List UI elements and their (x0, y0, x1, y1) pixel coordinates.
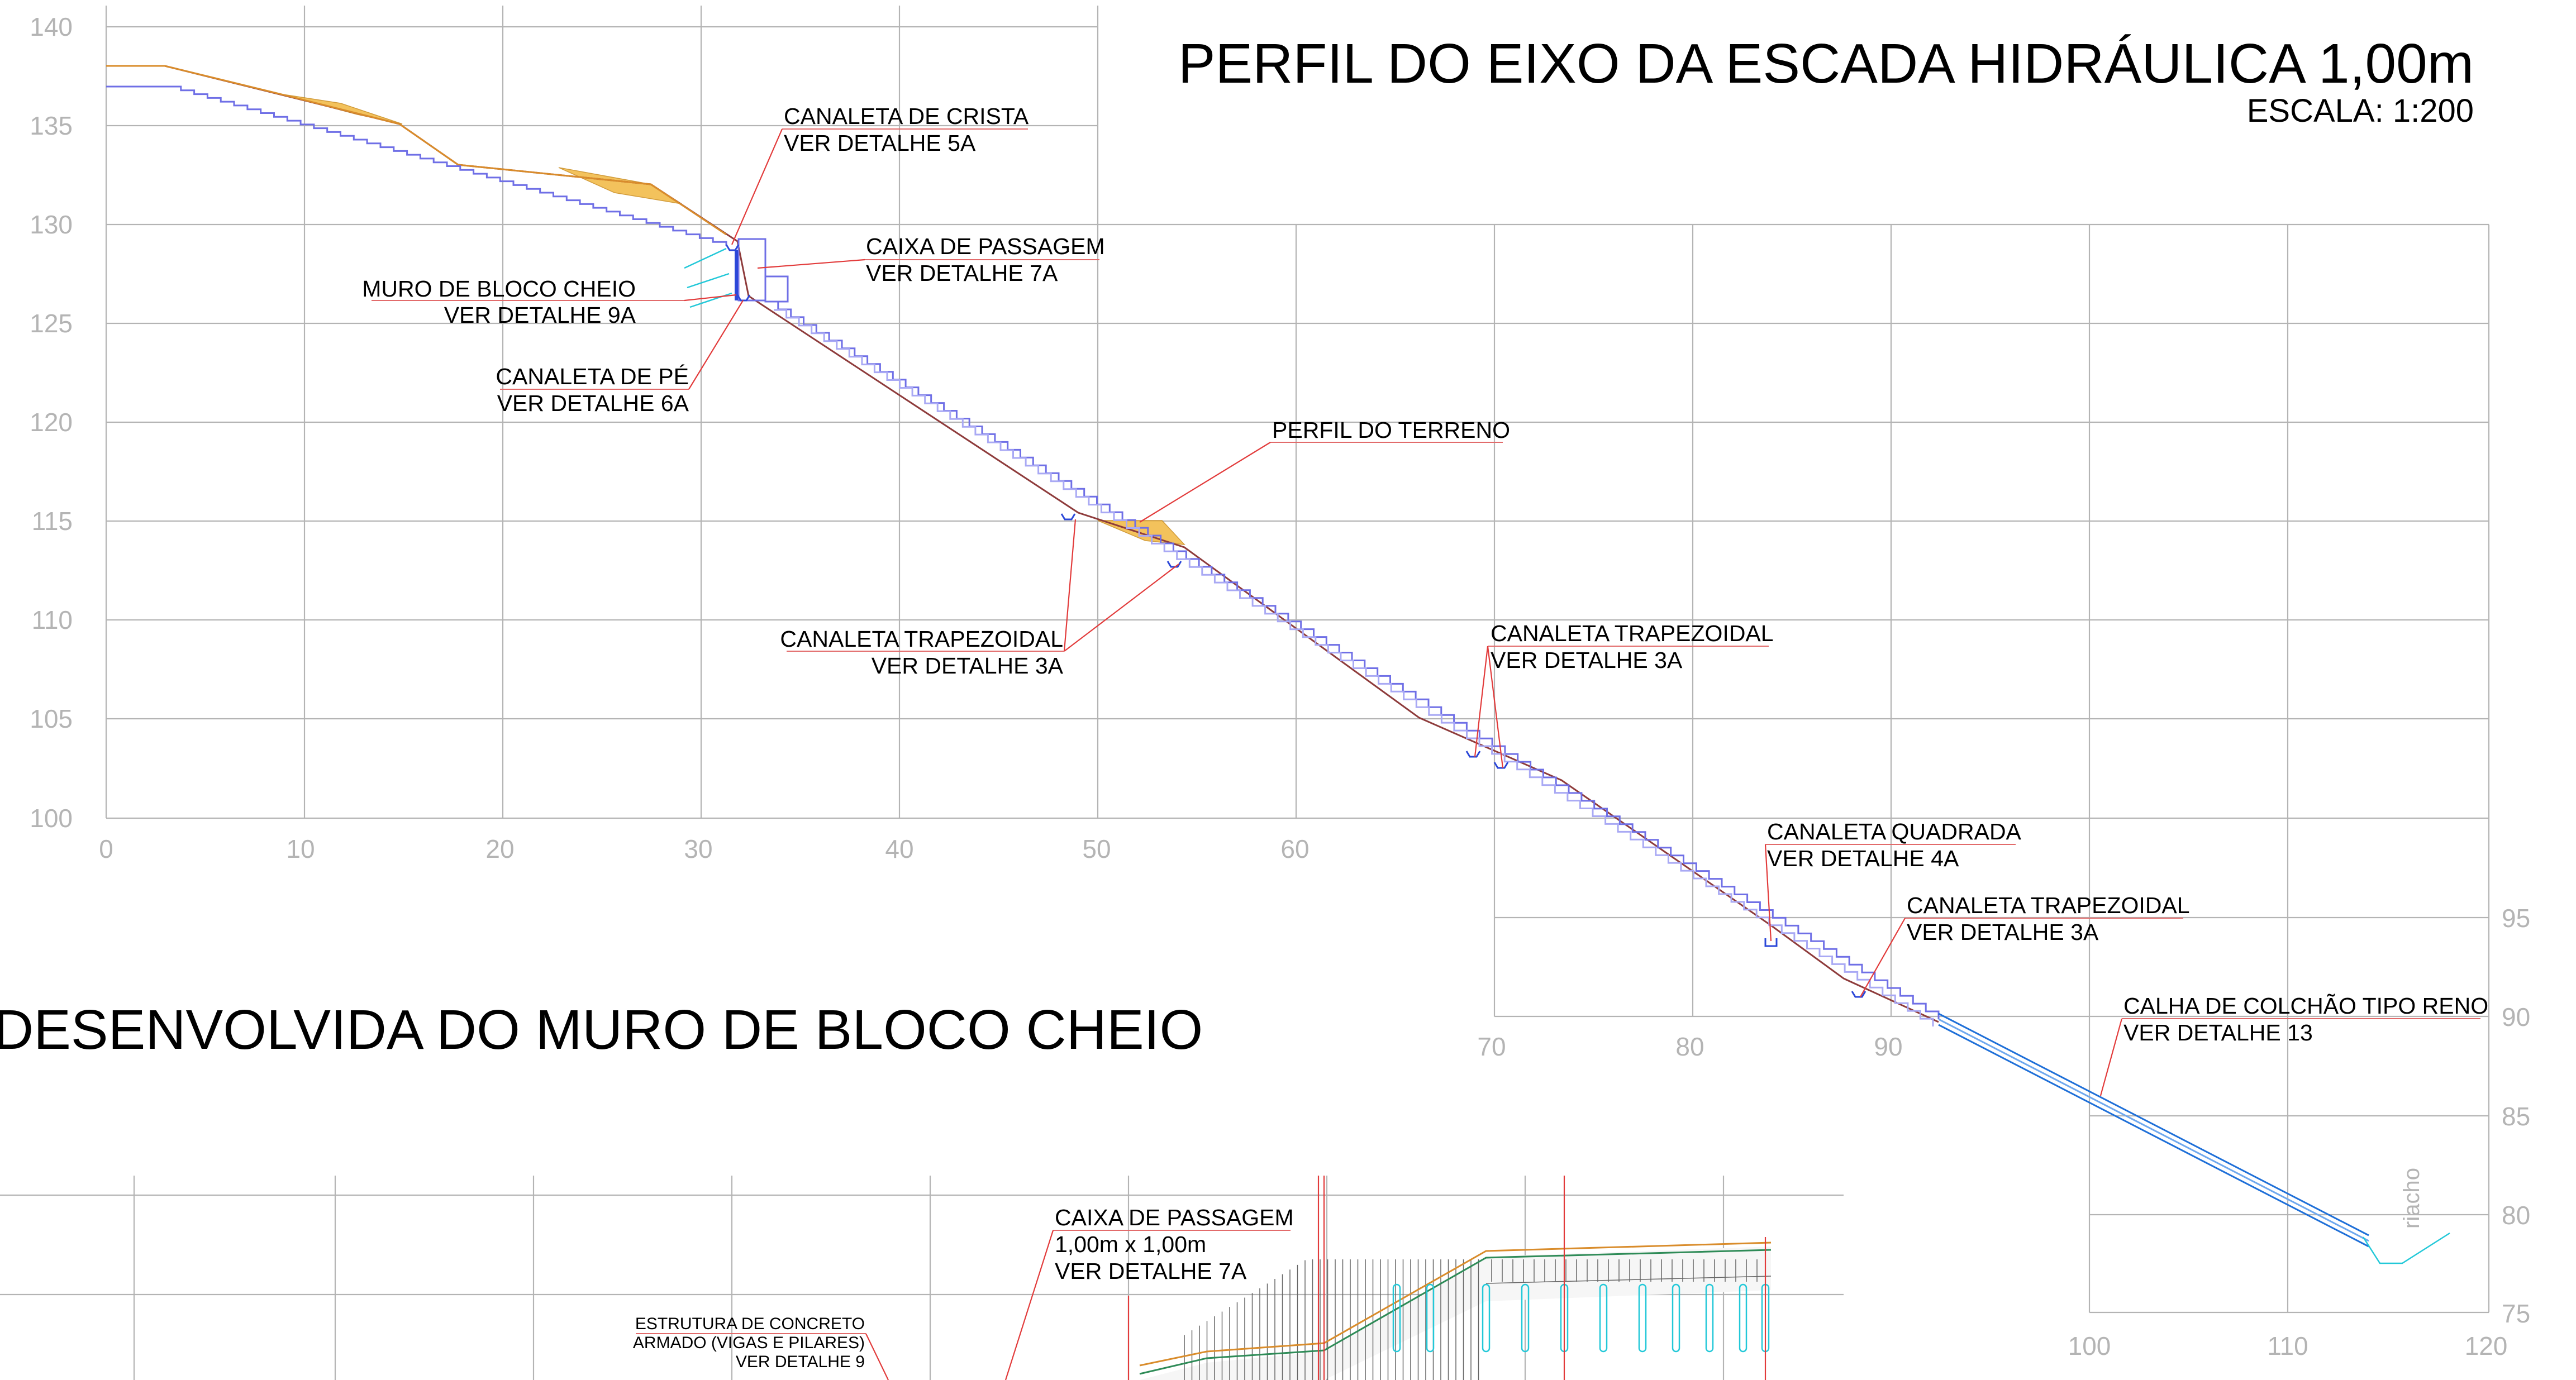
middle-x-axis-labels: 70 80 90 (1477, 1032, 1902, 1061)
svg-text:VER DETALHE 9: VER DETALHE 9 (736, 1353, 865, 1371)
svg-text:PERFIL DO TERRENO: PERFIL DO TERRENO (1272, 417, 1510, 443)
pillar (1739, 1283, 1748, 1353)
svg-text:CANALETA DE CRISTA: CANALETA DE CRISTA (784, 103, 1029, 129)
y-tick-80: 80 (2502, 1201, 2530, 1230)
stream-label: riacho (2399, 1168, 2424, 1229)
y-tick-75: 75 (2502, 1299, 2530, 1328)
svg-text:VER DETALHE 9A: VER DETALHE 9A (444, 302, 636, 328)
terrain-profile-line (106, 65, 1939, 1023)
svg-text:CANALETA QUADRADA: CANALETA QUADRADA (1767, 819, 2022, 844)
y-tick-135: 135 (30, 111, 73, 140)
design-profile-line (106, 65, 727, 236)
upper-y-axis-labels: 140 135 130 125 120 115 110 105 100 (30, 12, 73, 833)
svg-text:VER DETALHE 7A: VER DETALHE 7A (1055, 1258, 1247, 1284)
y-tick-105: 105 (30, 704, 73, 733)
annotation-canaleta-crista: CANALETA DE CRISTA VER DETALHE 5A (731, 103, 1029, 245)
svg-text:1,00m x 1,00m: 1,00m x 1,00m (1055, 1231, 1206, 1257)
svg-text:CANALETA DE PÉ: CANALETA DE PÉ (496, 364, 689, 389)
y-tick-140: 140 (30, 12, 73, 41)
annotation-canaleta-trapezoidal-2: CANALETA TRAPEZOIDAL VER DETALHE 3A (1474, 620, 1774, 768)
svg-text:ARMADO (VIGAS E PILARES): ARMADO (VIGAS E PILARES) (633, 1334, 865, 1352)
x-tick-110: 110 (2267, 1331, 2308, 1360)
reno-mattress-channel: riacho (1938, 1013, 2450, 1264)
y-tick-120: 120 (30, 408, 73, 437)
x-tick-20: 20 (485, 834, 514, 863)
y-tick-95: 95 (2502, 904, 2530, 933)
svg-text:VER DETALHE 13: VER DETALHE 13 (2123, 1020, 2313, 1045)
x-tick-10: 10 (286, 834, 315, 863)
annotation-canaleta-trapezoidal-3: CANALETA TRAPEZOIDAL VER DETALHE 3A (1860, 892, 2190, 997)
svg-text:VER DETALHE 5A: VER DETALHE 5A (784, 130, 976, 156)
svg-text:VER DETALHE 3A: VER DETALHE 3A (872, 653, 1064, 679)
y-tick-85: 85 (2502, 1102, 2530, 1131)
svg-text:CALHA DE COLCHÃO TIPO RENO: CALHA DE COLCHÃO TIPO RENO (2123, 993, 2488, 1019)
annotation-perfil-terreno: PERFIL DO TERRENO (1139, 417, 1510, 523)
x-tick-60: 60 (1280, 834, 1309, 863)
x-tick-70: 70 (1477, 1032, 1506, 1061)
lower-x-axis-labels: 100 110 120 (2068, 1331, 2508, 1360)
svg-text:CANALETA TRAPEZOIDAL: CANALETA TRAPEZOIDAL (1491, 620, 1774, 646)
annotation-canaleta-pe: CANALETA DE PÉ VER DETALHE 6A (496, 300, 744, 416)
annotation-calha-colchao: CALHA DE COLCHÃO TIPO RENO VER DETALHE 1… (2099, 993, 2488, 1096)
svg-text:VER DETALHE 3A: VER DETALHE 3A (1907, 919, 2099, 945)
x-tick-50: 50 (1082, 834, 1111, 863)
secondary-title: DESENVOLVIDA DO MURO DE BLOCO CHEIO (0, 999, 1203, 1061)
svg-text:VER DETALHE 6A: VER DETALHE 6A (497, 390, 689, 416)
x-tick-100: 100 (2068, 1331, 2111, 1360)
y-tick-130: 130 (30, 210, 73, 239)
wall-elevation (1127, 1176, 1772, 1380)
pillar (1705, 1283, 1714, 1353)
drawing-title: PERFIL DO EIXO DA ESCADA HIDRÁULICA 1,00… (1178, 32, 2474, 95)
x-tick-30: 30 (684, 834, 712, 863)
svg-text:CAIXA DE PASSAGEM: CAIXA DE PASSAGEM (866, 233, 1105, 259)
y-tick-100: 100 (30, 804, 73, 833)
pillar (1672, 1283, 1680, 1353)
pillar (1426, 1283, 1435, 1353)
upper-x-axis-labels: 0 10 20 30 40 50 60 (99, 834, 1309, 863)
right-y-axis-labels: 95 90 85 80 75 (2502, 904, 2530, 1328)
svg-text:MURO DE BLOCO CHEIO: MURO DE BLOCO CHEIO (362, 276, 636, 302)
pillar (1599, 1283, 1608, 1353)
svg-text:VER DETALHE 7A: VER DETALHE 7A (866, 260, 1058, 286)
x-tick-120: 120 (2465, 1331, 2508, 1360)
annotation-caixa-passagem-2: CAIXA DE PASSAGEM 1,00m x 1,00m VER DETA… (1004, 1205, 1294, 1380)
y-tick-125: 125 (30, 309, 73, 338)
caixa-de-passagem-box (735, 238, 789, 303)
y-tick-110: 110 (32, 605, 73, 634)
x-tick-0: 0 (99, 834, 113, 863)
svg-text:ESTRUTURA DE CONCRETO: ESTRUTURA DE CONCRETO (635, 1315, 865, 1333)
x-tick-40: 40 (885, 834, 913, 863)
stairs-main-secondary (774, 309, 1934, 1026)
drawing-scale: ESCALA: 1:200 (2247, 93, 2474, 129)
x-tick-80: 80 (1675, 1032, 1704, 1061)
pillar (1482, 1283, 1491, 1353)
y-tick-90: 90 (2502, 1002, 2530, 1032)
pillar (1638, 1283, 1647, 1353)
annotation-canaleta-quadrada: CANALETA QUADRADA VER DETALHE 4A (1764, 819, 2022, 942)
svg-text:CAIXA DE PASSAGEM: CAIXA DE PASSAGEM (1055, 1205, 1294, 1230)
svg-text:CANALETA TRAPEZOIDAL: CANALETA TRAPEZOIDAL (1907, 892, 2190, 918)
annotation-muro-bloco: MURO DE BLOCO CHEIO VER DETALHE 9A (362, 276, 737, 328)
svg-text:VER DETALHE 4A: VER DETALHE 4A (1767, 846, 1959, 871)
svg-text:CANALETA TRAPEZOIDAL: CANALETA TRAPEZOIDAL (780, 626, 1063, 652)
x-tick-90: 90 (1874, 1032, 1902, 1061)
pillar (1521, 1283, 1530, 1353)
pillar (1392, 1283, 1401, 1353)
wall-pillars (1392, 1283, 1770, 1353)
annotation-caixa-passagem: CAIXA DE PASSAGEM VER DETALHE 7A (757, 233, 1105, 286)
svg-text:VER DETALHE 3A: VER DETALHE 3A (1491, 647, 1683, 673)
stairs-upper (106, 85, 727, 246)
annotation-canaleta-trapezoidal-1: CANALETA TRAPEZOIDAL VER DETALHE 3A (780, 519, 1179, 679)
canaleta-symbols (725, 244, 1866, 998)
upper-profile-grid (105, 6, 2490, 819)
y-tick-115: 115 (32, 507, 73, 536)
annotation-estrutura-concreto: ESTRUTURA DE CONCRETO ARMADO (VIGAS E PI… (633, 1315, 889, 1380)
